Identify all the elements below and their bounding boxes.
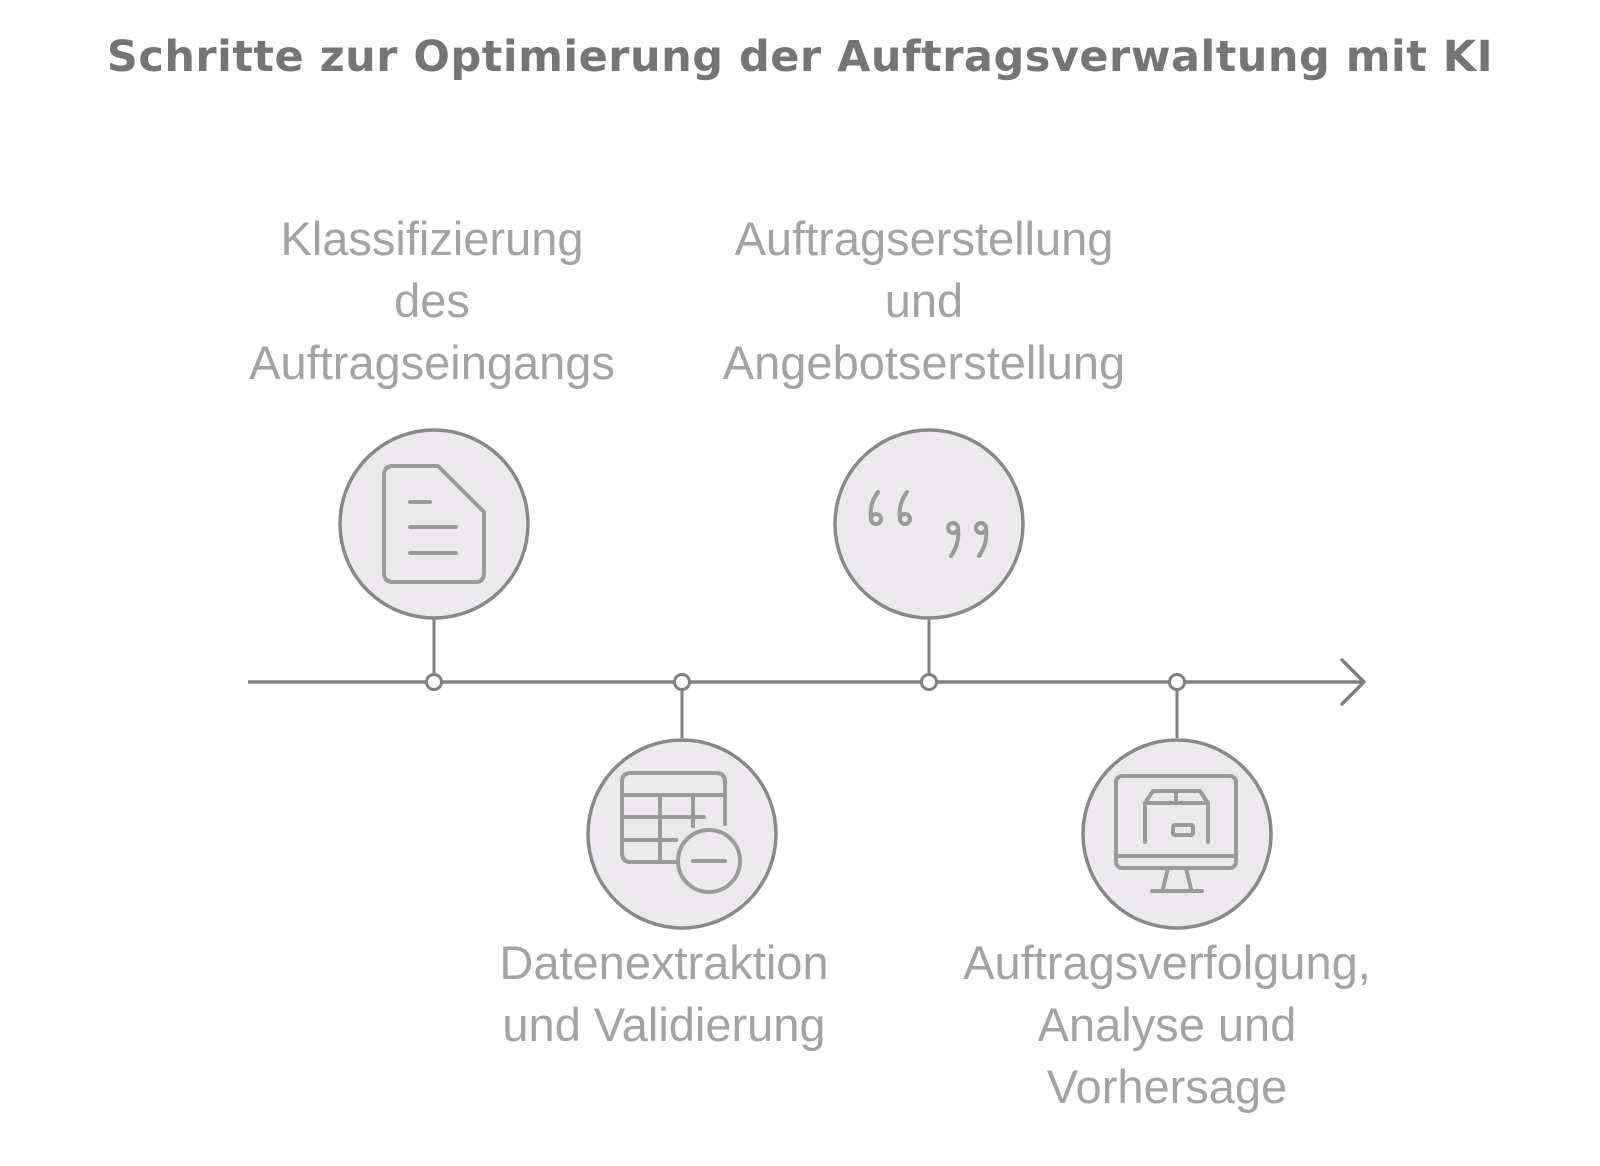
timeline-arrowhead [1340,658,1366,706]
step-3-label: Auftragserstellung und Angebotserstellun… [722,212,1126,389]
quote-icon [868,490,989,558]
document-icon [382,464,486,584]
step-1-label: Klassifizierung des Auftragseingangs [249,212,615,389]
step-3-node [833,428,1025,620]
timeline-marker-4 [1168,673,1186,691]
step-1-node [338,428,530,620]
step-2-label: Datenextraktion und Validierung [499,936,829,1051]
step-4-node [1081,738,1273,930]
monitor-box-icon [1114,774,1238,893]
timeline-marker-2 [673,673,691,691]
timeline-marker-3 [920,673,938,691]
step-2-node [586,738,778,930]
step-4-label: Auftragsverfolgung, Analyse und Vorhersa… [963,936,1371,1113]
timeline-marker-1 [425,673,443,691]
diagram-title: Schritte zur Optimierung der Auftragsver… [106,32,1494,82]
table-minus-icon [620,771,742,894]
